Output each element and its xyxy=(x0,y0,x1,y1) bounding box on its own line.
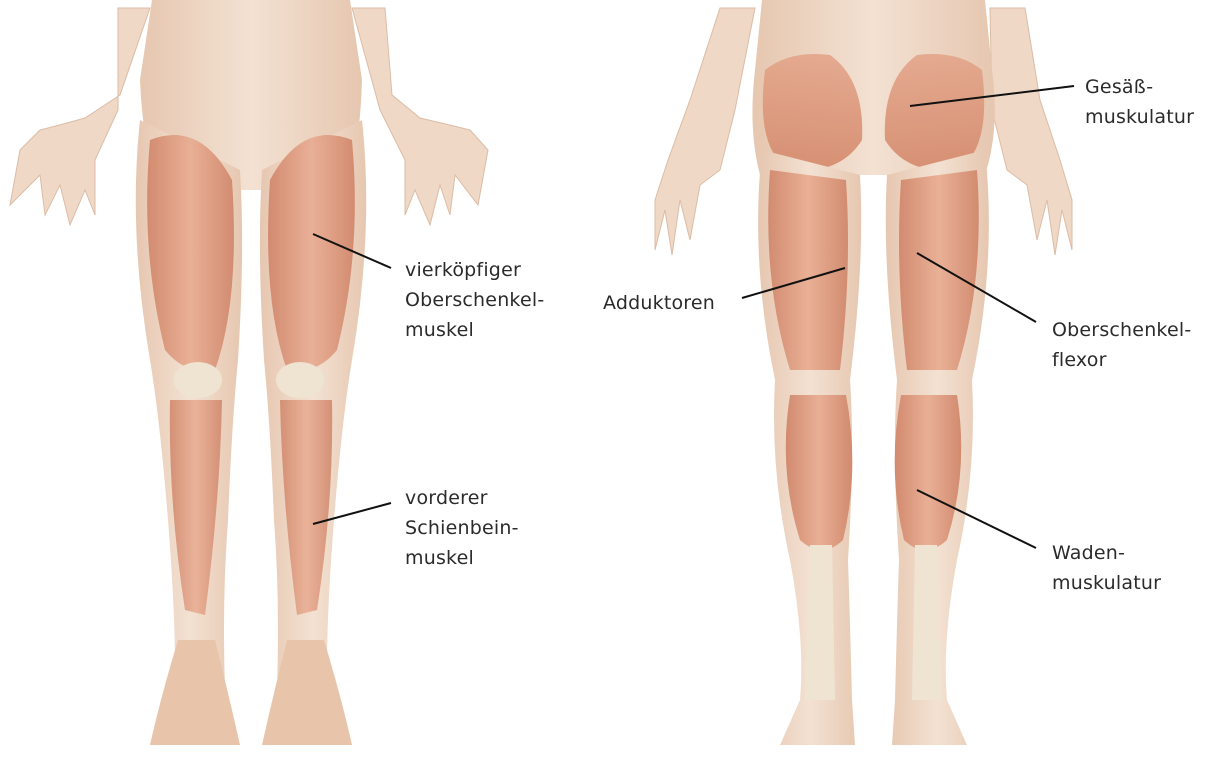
back-left-tendon xyxy=(805,545,835,700)
label-adductors: Adduktoren xyxy=(603,288,715,318)
label-quadriceps: vierköpfiger Oberschenkel- muskel xyxy=(405,255,544,345)
front-left-foot xyxy=(150,640,240,745)
label-gluteus: Gesäß- muskulatur xyxy=(1085,72,1194,132)
label-gluteus-line-2: muskulatur xyxy=(1085,102,1194,132)
front-right-knee xyxy=(276,362,324,398)
back-right-arm xyxy=(990,8,1072,255)
label-tibialis-line-1: vorderer xyxy=(405,483,519,513)
label-hamstrings-line-1: Oberschenkel- xyxy=(1052,315,1191,345)
label-quadriceps-line-2: Oberschenkel- xyxy=(405,285,544,315)
label-gluteus-line-1: Gesäß- xyxy=(1085,72,1194,102)
front-view xyxy=(10,0,488,745)
back-left-arm xyxy=(655,8,755,255)
front-left-knee xyxy=(174,362,222,398)
label-adductors-line-1: Adduktoren xyxy=(603,288,715,318)
label-tibialis-line-2: Schienbein- xyxy=(405,513,519,543)
back-view xyxy=(655,0,1072,745)
label-tibialis-line-3: muskel xyxy=(405,543,519,573)
label-tibialis: vorderer Schienbein- muskel xyxy=(405,483,519,573)
label-hamstrings-line-2: flexor xyxy=(1052,345,1191,375)
front-right-arm xyxy=(352,8,488,225)
back-right-tendon xyxy=(912,545,942,700)
label-quadriceps-line-1: vierköpfiger xyxy=(405,255,544,285)
label-quadriceps-line-3: muskel xyxy=(405,315,544,345)
label-calves-line-1: Waden- xyxy=(1052,538,1161,568)
front-left-arm xyxy=(10,8,150,225)
front-right-foot xyxy=(262,640,352,745)
label-calves-line-2: muskulatur xyxy=(1052,568,1161,598)
label-hamstrings: Oberschenkel- flexor xyxy=(1052,315,1191,375)
label-calves: Waden- muskulatur xyxy=(1052,538,1161,598)
